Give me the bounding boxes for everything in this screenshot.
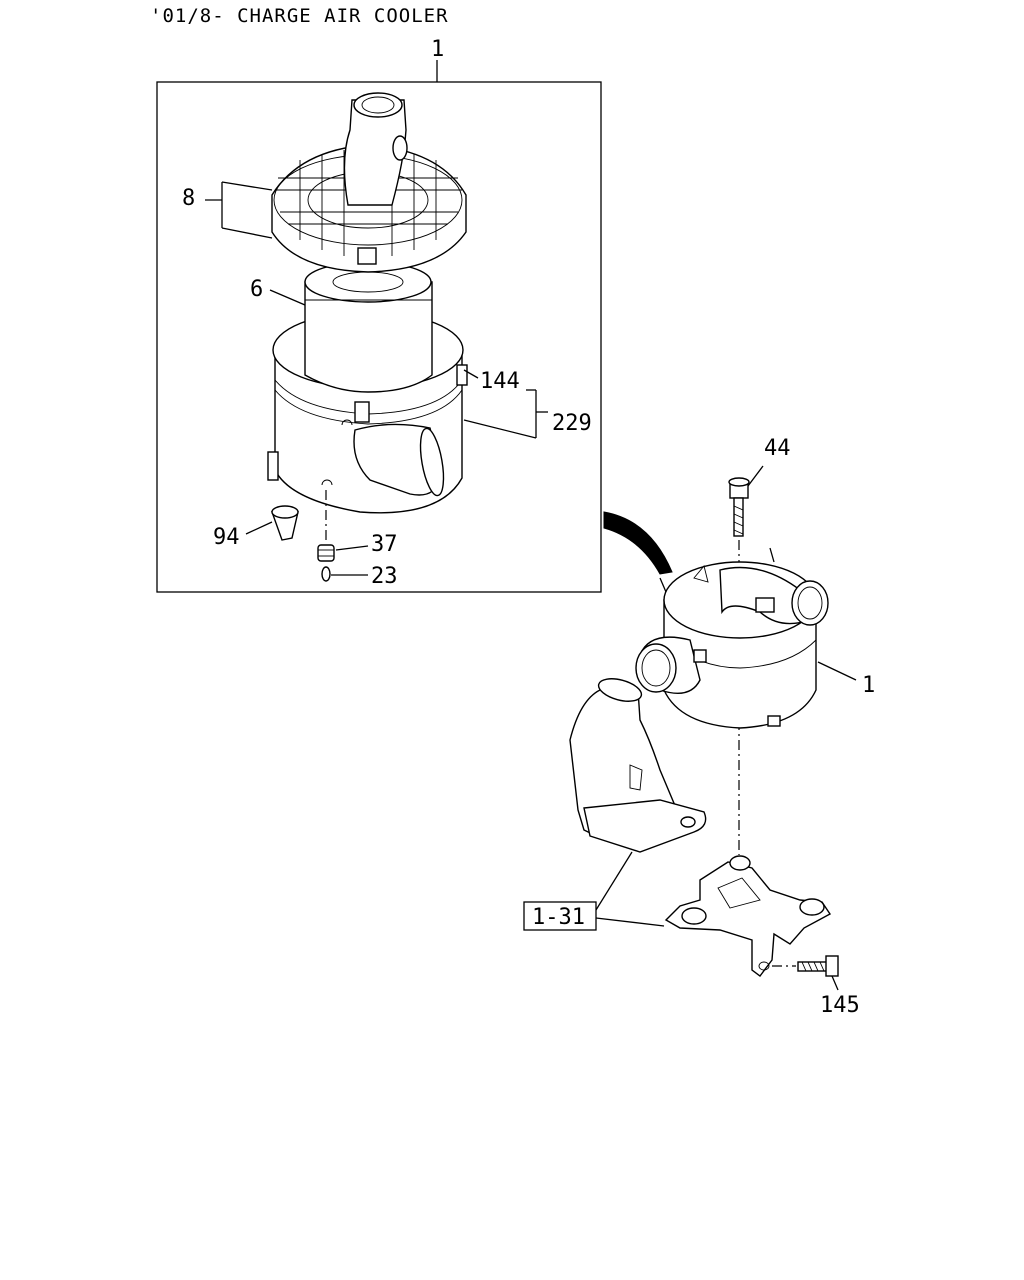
leader-8 [205, 181, 273, 239]
assembly-arrow [603, 511, 673, 575]
air-cleaner-cover [271, 92, 467, 273]
reference-box[interactable]: 1-31 [523, 901, 597, 931]
indicator-parts [317, 490, 369, 582]
leader-144-229 [463, 369, 548, 439]
callout-1-right: 1 [862, 673, 875, 698]
bolt-44 [728, 465, 764, 537]
intake-duct [569, 678, 707, 853]
air-cleaner-assembly [635, 547, 829, 729]
exploded-view-frame [156, 60, 602, 593]
leader-1-right [817, 661, 857, 681]
callout-229: 229 [552, 411, 592, 436]
callout-8: 8 [182, 186, 195, 211]
bolt-145 [772, 955, 839, 991]
mounting-bracket [664, 855, 832, 977]
callout-144: 144 [480, 369, 520, 394]
callout-37: 37 [371, 532, 398, 557]
dust-valve [245, 505, 299, 541]
leader-1-31 [595, 851, 665, 927]
leader-6 [269, 289, 306, 306]
diagram-title: '01/8- CHARGE AIR COOLER [150, 5, 449, 27]
callout-6: 6 [250, 277, 263, 302]
callout-23: 23 [371, 564, 398, 589]
filter-element [304, 261, 433, 393]
reference-box-label: 1-31 [532, 905, 585, 930]
callout-94: 94 [213, 525, 240, 550]
callout-44: 44 [764, 436, 791, 461]
callout-145: 145 [820, 993, 860, 1018]
callout-1-top: 1 [431, 37, 444, 62]
